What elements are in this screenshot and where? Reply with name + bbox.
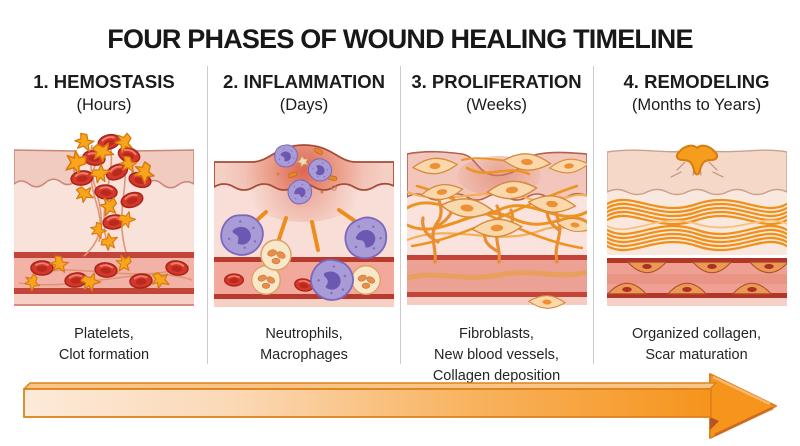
phase-column-inflammation: 2. INFLAMMATION (Days) — [208, 70, 400, 366]
timeline-arrow: TIMELINE (Progress) — [0, 372, 800, 446]
divider-1 — [207, 66, 208, 364]
phase-duration: (Hours) — [76, 96, 132, 114]
phase-name: 2. INFLAMMATION — [222, 71, 386, 92]
page-title: FOUR PHASES OF WOUND HEALING TIMELINE — [107, 24, 693, 54]
phase-column-proliferation: 3. PROLIFERATION (Weeks) — [400, 70, 593, 387]
phase-caption: Organized collagen, Scar maturation — [632, 326, 761, 364]
phase-name: 3. PROLIFERATION — [411, 71, 582, 92]
remodeling-illustration — [606, 144, 787, 306]
phase-caption: Platelets, Clot formation — [58, 326, 150, 364]
phase-column-remodeling: 4. REMODELING (Months to Years) — [593, 70, 800, 366]
phase-caption: Fibroblasts, New blood vessels, Collagen… — [432, 326, 561, 385]
divider-2 — [400, 66, 401, 364]
inflammation-illustration — [214, 144, 394, 308]
timeline-arrow-graphic — [23, 373, 777, 439]
phase-name: 1. HEMOSTASIS — [33, 71, 175, 92]
proliferation-illustration — [406, 150, 587, 310]
phase-duration: (Months to Years) — [631, 96, 762, 114]
phase-duration: (Weeks) — [465, 96, 528, 114]
phase-duration: (Days) — [279, 96, 329, 114]
phase-caption: Neutrophils, Macrophages — [260, 326, 348, 364]
divider-3 — [593, 66, 594, 364]
phase-name: 4. REMODELING — [623, 71, 770, 92]
hemostasis-illustration — [14, 130, 194, 306]
phase-column-hemostasis: 1. HEMOSTASIS (Hours) — [0, 70, 208, 366]
